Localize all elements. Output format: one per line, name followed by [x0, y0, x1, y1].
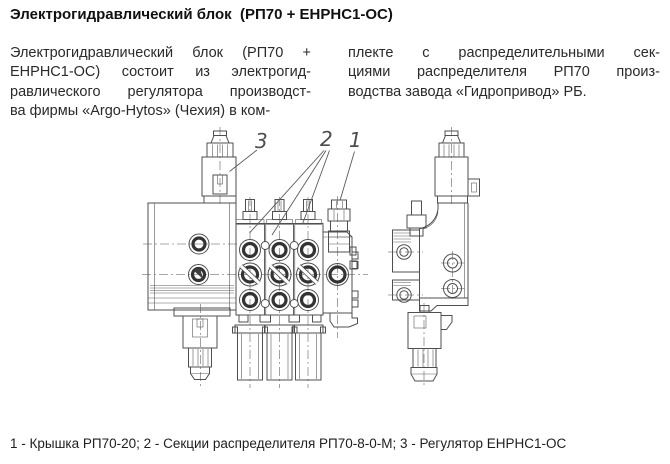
tie-rod-boss — [260, 299, 270, 308]
callouts: 3 2 1 — [229, 127, 362, 236]
regulator-solenoid-bottom — [182, 315, 218, 380]
tie-rod-boss — [289, 299, 299, 308]
body-text-line: Электрогидравлический блок (РП70 + — [10, 45, 311, 61]
side-view — [388, 127, 480, 386]
valve-section-2 — [266, 199, 293, 311]
front-view — [142, 127, 368, 388]
body-text-line: ва фирмы «Argo-Hytos» (Чехия) в ком- — [10, 102, 271, 119]
cover-rp70-20 — [323, 199, 359, 328]
body-text-line: водства завода «Гидропривод» РБ. — [348, 83, 587, 100]
side-solenoid-top — [434, 130, 480, 204]
tie-rod-boss — [289, 241, 299, 250]
callout-2-leader — [302, 150, 330, 225]
figure-caption: 1 - Крышка РП70-20; 2 - Секции распредел… — [10, 436, 567, 451]
callout-3-leader — [229, 149, 258, 172]
body-text-line: равлического регулятора производст- — [10, 83, 311, 100]
text-column-left: Электрогидравлический блок (РП70 + ЕНРНС… — [10, 44, 311, 121]
spool-covers — [232, 324, 326, 381]
regulator-solenoid-top — [201, 130, 237, 204]
body-text-line: ЕНРНС1-ОС) состоит из электрогид- — [10, 64, 311, 81]
section-feet — [238, 314, 322, 323]
valve-section-1 — [235, 199, 265, 311]
callout-1-leader — [339, 151, 355, 201]
text-column-right: плекте с распределительными сек- циями р… — [348, 44, 660, 102]
side-left-valve — [406, 200, 427, 237]
callout-2-leader — [271, 150, 327, 236]
side-bottom-assembly — [407, 297, 469, 382]
callout-1-number: 1 — [349, 128, 362, 152]
callout-2-leader — [249, 150, 325, 234]
tie-rod-boss — [260, 241, 270, 250]
regulator-block — [147, 202, 237, 317]
side-body-slab — [419, 203, 469, 299]
body-text-line: циями распределителя РП70 произ- — [348, 64, 660, 81]
page-title: Электрогидравлический блок (РП70 + ЕНРНС… — [10, 6, 393, 23]
side-left-block — [392, 229, 420, 303]
body-text-line: плекте с распределительными сек- — [348, 45, 660, 61]
valve-section-3 — [295, 199, 322, 311]
callout-3-number: 3 — [255, 129, 268, 153]
callout-2-number: 2 — [320, 127, 333, 151]
